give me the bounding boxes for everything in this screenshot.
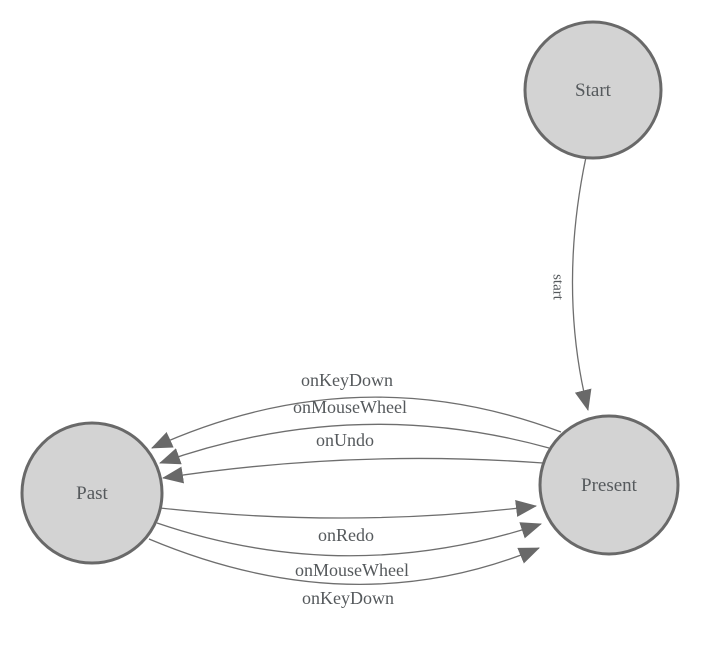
- past-node-circle: [20, 421, 164, 565]
- edge-label-onredo: onRedo: [318, 525, 374, 545]
- state-node-start: Start: [523, 20, 663, 160]
- edge-label-onmousewheel-bottom: onMouseWheel: [295, 560, 409, 580]
- edge-label-start: start: [550, 274, 566, 301]
- edge-labels-layer: start onKeyDown onMouseWheel onUndo onRe…: [293, 274, 566, 608]
- edge-present-to-past-onundo: [162, 457, 544, 484]
- edge-label-onmousewheel-top: onMouseWheel: [293, 397, 407, 417]
- edges-layer: [148, 156, 592, 586]
- edge-past-to-present-onkeydown: [148, 538, 540, 586]
- edge-label-onkeydown-bottom: onKeyDown: [302, 588, 394, 608]
- start-node-label: Start: [575, 80, 612, 101]
- edge-past-to-present-onmousewheel: [156, 522, 542, 557]
- start-node-circle: [523, 20, 663, 160]
- edge-label-onkeydown-top: onKeyDown: [301, 370, 393, 390]
- past-node-label: Past: [76, 483, 108, 504]
- edge-start-to-present: [571, 156, 592, 411]
- present-node-label: Present: [581, 475, 638, 496]
- present-node-circle: [538, 414, 680, 556]
- edge-present-to-past-onkeydown: [151, 396, 562, 449]
- edge-past-to-present-onredo: [159, 500, 537, 519]
- edge-label-onundo: onUndo: [316, 430, 374, 450]
- state-node-past: Past: [20, 421, 164, 565]
- edge-present-to-past-onmousewheel: [159, 423, 550, 465]
- state-node-present: Present: [538, 414, 680, 556]
